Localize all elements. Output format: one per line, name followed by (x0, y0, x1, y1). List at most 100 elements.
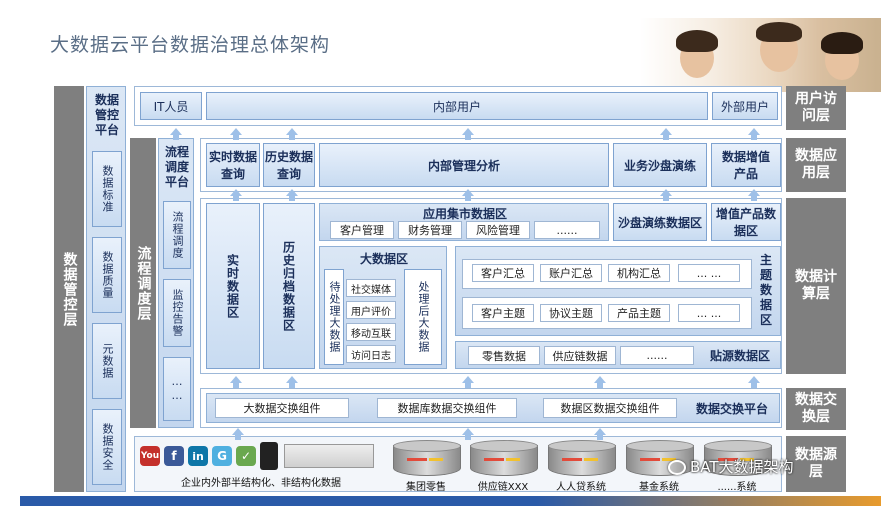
layer-label-compute: 数据计算层 (786, 198, 846, 374)
unstructured-source: You f in G ✓ 企业内外部半结构化、非结构化数据 (138, 440, 384, 489)
subject-item-more-1: ... ... (678, 264, 740, 282)
history-zone-label: 历史归档数据区 (281, 240, 296, 332)
control-item-label: 数据质量 (101, 251, 114, 299)
control-item-label: 数据安全 (101, 423, 114, 471)
realtime-query-label: 实时数据查询 (209, 150, 258, 181)
internal-users-label: 内部用户 (432, 99, 481, 114)
it-users-box: IT人员 (140, 92, 202, 120)
source-zone: 零售数据 供应链数据 ...... 贴源数据区 (455, 341, 781, 369)
up-arrow-icon (748, 128, 760, 140)
mart-item-customer: 客户管理 (330, 221, 394, 239)
facebook-icon: f (164, 446, 184, 466)
control-item-label: 数据标准 (101, 165, 114, 213)
pending-item-logs: 访问日志 (346, 345, 396, 363)
source-item-supply: 供应链数据 (544, 346, 616, 365)
subject-item-customer: 客户主题 (472, 304, 534, 322)
sandbox-box: 业务沙盘演练 (613, 143, 707, 187)
flow-layer-band: 流程调度层 (130, 138, 156, 428)
pending-item-reviews: 用户评价 (346, 301, 396, 319)
up-arrow-icon (462, 128, 474, 140)
value-added-box: 数据增值产品 (711, 143, 781, 187)
subject-item-product: 产品主题 (608, 304, 670, 322)
value-zone: 增值产品数据区 (711, 203, 781, 241)
phone-icon (260, 442, 278, 470)
exchange-component-db: 数据库数据交换组件 (377, 398, 517, 418)
value-added-label: 数据增值产品 (721, 150, 770, 181)
mart-item-more: ...... (534, 221, 600, 239)
mart-title: 应用集市数据区 (422, 207, 507, 221)
layer-label-application: 数据应用层 (786, 138, 846, 192)
flow-item-label: 监控告警 (171, 289, 184, 337)
youtube-icon: You (140, 446, 160, 466)
history-zone: 历史归档数据区 (263, 203, 315, 369)
up-arrow-icon (748, 189, 760, 201)
subject-item-more-2: ... ... (678, 304, 740, 322)
flow-layer-label: 流程调度层 (135, 245, 152, 321)
mart-zone: 应用集市数据区 客户管理 财务管理 风险管理 ...... (319, 203, 609, 241)
history-query-label: 历史数据查询 (265, 150, 314, 181)
control-platform-title-text: 数据管控平台 (94, 93, 119, 137)
pending-item-mobile: 移动互联 (346, 323, 396, 341)
up-arrow-icon (748, 376, 760, 388)
up-arrow-icon (286, 128, 298, 140)
layer-label-exchange: 数据交换层 (786, 388, 846, 430)
subject-zone: 主题数据区 客户汇总 账户汇总 机构汇总 ... ... 客户主题 协议主题 产… (455, 246, 781, 336)
pending-bigdata-label: 待处理大数据 (328, 281, 341, 353)
subject-item-agreement: 协议主题 (540, 304, 602, 322)
page-title: 大数据云平台数据治理总体架构 (50, 34, 331, 56)
wechat-icon (668, 460, 686, 475)
up-arrow-icon (462, 189, 474, 201)
layer-label-text: 数据计算层 (795, 269, 837, 302)
chart-thumbnail-icon (284, 444, 374, 468)
flow-platform-column: 流程调度平台 流程调度 监控告警 …… (158, 138, 194, 428)
subject-item-customer-summary: 客户汇总 (472, 264, 534, 282)
external-users-label: 外部用户 (720, 99, 769, 114)
up-arrow-icon (286, 376, 298, 388)
sandbox-zone: 沙盘演练数据区 (613, 203, 707, 241)
flow-platform-title-text: 流程调度平台 (164, 145, 189, 189)
flow-item-schedule: 流程调度 (163, 201, 191, 269)
exchange-platform: 大数据交换组件 数据库数据交换组件 数据区数据交换组件 数据交换平台 (206, 393, 780, 423)
database-icon-other (704, 440, 772, 480)
bigdata-title: 大数据区 (359, 252, 408, 266)
up-arrow-icon (286, 189, 298, 201)
control-item-standard: 数据标准 (92, 151, 122, 227)
exchange-platform-title: 数据交换平台 (695, 402, 768, 416)
exchange-component-bigdata: 大数据交换组件 (215, 398, 349, 418)
source-label-p2p: 人人贷系统 (556, 482, 606, 493)
flow-item-label: 流程调度 (171, 211, 184, 259)
mart-item-risk: 风险管理 (466, 221, 530, 239)
linkedin-icon: in (188, 446, 208, 466)
source-item-more: ...... (620, 346, 694, 365)
google-icon: G (212, 446, 232, 466)
layer-label-text: 用户访问层 (795, 91, 837, 124)
layer-label-text: 数据源层 (795, 447, 837, 480)
pending-item-social: 社交媒体 (346, 279, 396, 297)
up-arrow-icon (462, 376, 474, 388)
mart-item-finance: 财务管理 (398, 221, 462, 239)
control-layer-band: 数据管控层 (54, 86, 84, 492)
up-arrow-icon (230, 189, 242, 201)
source-label-other: ......系统 (717, 482, 757, 493)
up-arrow-icon (594, 428, 606, 440)
database-icon-p2p (548, 440, 616, 480)
up-arrow-icon (594, 376, 606, 388)
control-layer-label: 数据管控层 (61, 251, 78, 327)
sandbox-label: 业务沙盘演练 (623, 158, 696, 173)
flow-item-label: …… (170, 375, 184, 403)
up-arrow-icon (660, 189, 672, 201)
up-arrow-icon (170, 128, 182, 140)
sandbox-zone-label: 沙盘演练数据区 (617, 215, 702, 230)
flow-platform-title: 流程调度平台 (159, 145, 195, 190)
layer-label-source: 数据源层 (786, 436, 846, 492)
internal-analysis-label: 内部管理分析 (427, 158, 500, 173)
value-zone-label: 增值产品数据区 (716, 207, 777, 238)
up-arrow-icon (232, 428, 244, 440)
flow-item-more: …… (163, 357, 191, 421)
source-item-retail: 零售数据 (468, 346, 540, 365)
control-platform-column: 数据管控平台 数据标准 数据质量 元数据 数据安全 (86, 86, 126, 492)
processed-bigdata: 处理后大数据 (404, 269, 442, 365)
realtime-zone: 实时数据区 (206, 203, 260, 369)
internal-users-box: 内部用户 (206, 92, 708, 120)
pending-bigdata: 待处理大数据 (324, 269, 344, 365)
